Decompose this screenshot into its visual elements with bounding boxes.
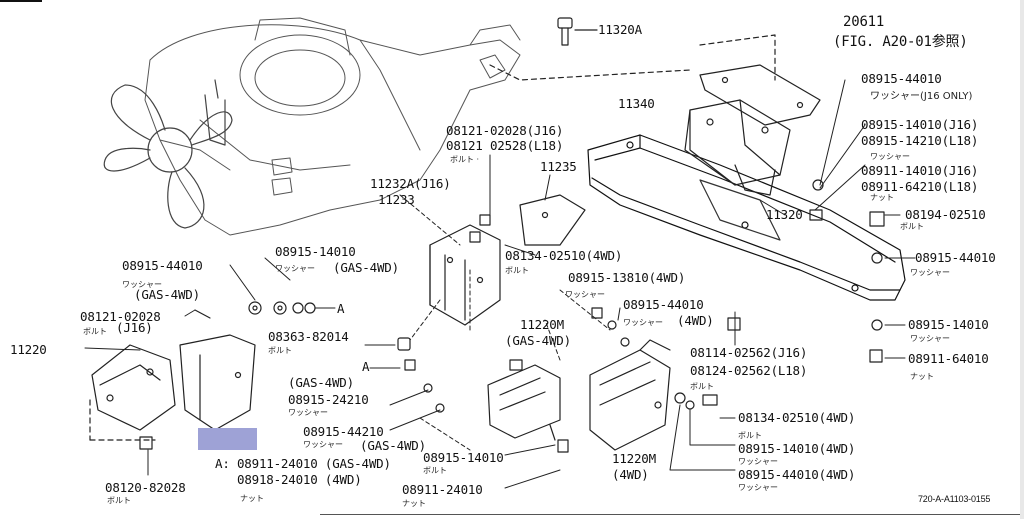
fasteners <box>139 179 885 453</box>
callout-j16-left: (J16) <box>116 320 153 335</box>
sublabel-bolt: ボルト · <box>450 155 480 164</box>
rear-mount-pad <box>684 99 791 196</box>
callout-gas-4wd-4: (GAS-4WD) <box>360 438 426 453</box>
mount-11220M-4wd <box>589 339 671 451</box>
callout-gas-4wd-1: (GAS-4WD) <box>333 260 399 275</box>
sublabel-bolt: ボルト <box>900 222 924 231</box>
engine-mount-11220 <box>91 334 256 431</box>
highlight-box <box>198 428 257 450</box>
callout-08915-14010-4wd: 08915-14010(4WD) <box>738 441 856 456</box>
sublabel-nut: ナット <box>240 494 264 503</box>
callout-11220: 11220 <box>10 342 47 357</box>
callout-11235: 11235 <box>540 159 577 174</box>
sublabel-washer: ワッシャー <box>275 264 315 273</box>
crossmember <box>587 134 906 301</box>
leader-dashed-20611 <box>699 34 776 81</box>
callout-4wd-mid: (4WD) <box>677 313 714 328</box>
callout-08915-44010-right: 08915-44010 <box>915 250 996 265</box>
callout-08121-02528-l18: 08121 02528(L18) <box>446 138 564 153</box>
callout-08121-02028-j16: 08121-02028(J16) <box>446 123 564 138</box>
corner-rule <box>0 0 42 2</box>
callout-ref-A-1: A <box>337 301 345 316</box>
sublabel-bolt: ボルト <box>423 466 447 475</box>
callout-08915-14010-gas: 08915-14010 <box>275 244 356 259</box>
sublabel-bolt: ボルト <box>505 266 529 275</box>
sublabel-nut: ナット <box>870 193 894 202</box>
callout-08911-64210-l18: 08911-64210(L18) <box>861 179 979 194</box>
sublabel-bolt: ボルト <box>738 431 762 440</box>
bolt-11320A <box>557 17 573 46</box>
callout-gas-4wd-3: (GAS-4WD) <box>288 375 354 390</box>
sublabel-bolt: ボルト <box>690 382 714 391</box>
sublabel-washer: ワッシャー <box>738 483 778 492</box>
callout-08121-02028-left: 08121-02028 <box>80 309 161 324</box>
sublabel-washer: ワッシャー <box>870 152 910 161</box>
bottom-rule <box>320 514 1020 515</box>
sublabel-bolt: ボルト <box>268 346 292 355</box>
plate-20611 <box>699 64 821 126</box>
sublabel-washer: ワッシャー <box>288 408 328 417</box>
callout-11220M-4wd: 11220M <box>612 451 656 466</box>
callout-08915-14010-right: 08915-14010 <box>908 317 989 332</box>
sublabel-washer: ワッシャー <box>303 440 343 449</box>
sublabel-washer: ワッシャー <box>738 457 778 466</box>
callout-08363-82014: 08363-82014 <box>268 329 349 344</box>
callout-11233: 11233 <box>378 192 415 207</box>
sublabel-washer-j16: ワッシャー(J16 ONLY) <box>870 91 973 102</box>
bracket-11235 <box>519 194 586 246</box>
callout-gas-4wd-left: (GAS-4WD) <box>134 287 200 302</box>
callout-11320A: 11320A <box>598 22 642 37</box>
callout-gas-4wd-2: (GAS-4WD) <box>505 333 571 348</box>
sublabel-washer: ワッシャー <box>122 280 162 289</box>
callout-08915-44010-mid: 08915-44010 <box>623 297 704 312</box>
callout-08915-14010-j16: 08915-14010(J16) <box>861 117 979 132</box>
callout-08134-02510-bottom: 08134-02510(4WD) <box>738 410 856 425</box>
callout-08911-24010: 08911-24010 <box>402 482 483 497</box>
callout-11340: 11340 <box>618 96 655 111</box>
callout-ref-A-2: A <box>362 359 370 374</box>
callout-fig-ref: (FIG. A20-01参照) <box>833 34 968 50</box>
callout-08915-14010-bottom: 08915-14010 <box>423 450 504 465</box>
callout-08915-14210-l18: 08915-14210(L18) <box>861 133 979 148</box>
callout-4wd-bottom: (4WD) <box>612 467 649 482</box>
callout-08915-44210: 08915-44210 <box>303 424 384 439</box>
callout-08124-02562-l18: 08124-02562(L18) <box>690 363 808 378</box>
transmission-outline <box>144 17 521 236</box>
callout-08134-02510-mid: 08134-02510(4WD) <box>505 248 623 263</box>
callout-08194-02510: 08194-02510 <box>905 207 986 222</box>
sublabel-washer: ワッシャー <box>910 334 950 343</box>
callout-08911-64010-right: 08911-64010 <box>908 351 989 366</box>
callout-11232A: 11232A(J16) <box>370 176 451 191</box>
leader-lines <box>84 79 916 489</box>
sublabel-nut: ナット <box>402 499 426 508</box>
callout-08915-44010-top: 08915-44010 <box>861 71 942 86</box>
callout-08915-13810: 08915-13810(4WD) <box>568 270 686 285</box>
sublabel-nut: ナット <box>910 372 934 381</box>
callout-08915-24210: 08915-24210 <box>288 392 369 407</box>
callout-08114-02562-j16: 08114-02562(J16) <box>690 345 808 360</box>
sublabel-washer: ワッシャー <box>910 268 950 277</box>
callout-08915-44010-left: 08915-44010 <box>122 258 203 273</box>
callout-note-a-2: 08918-24010 (4WD) <box>237 472 362 487</box>
callout-11220M-gas: 11220M <box>520 317 564 332</box>
callout-20611: 20611 <box>843 14 885 30</box>
bracket-11233 <box>429 224 501 326</box>
callout-ref-code: 720-A-A1103-0155 <box>918 494 991 504</box>
page-edge <box>1020 0 1024 519</box>
callout-08915-44010-4wd: 08915-44010(4WD) <box>738 467 856 482</box>
callout-11320: 11320 <box>766 207 803 222</box>
sublabel-bolt: ボルト <box>107 496 131 505</box>
callout-08911-14010-j16: 08911-14010(J16) <box>861 163 979 178</box>
sublabel-washer: ワッシャー <box>623 318 663 327</box>
callout-note-a-1: A: 08911-24010 (GAS-4WD) <box>215 456 391 471</box>
fan-outline <box>103 79 233 229</box>
sublabel-washer: ワッシャー <box>565 290 605 299</box>
sublabel-bolt: ボルト <box>83 327 107 336</box>
callout-08120-82028: 08120-82028 <box>105 480 186 495</box>
mount-11220M-gas <box>487 359 561 439</box>
